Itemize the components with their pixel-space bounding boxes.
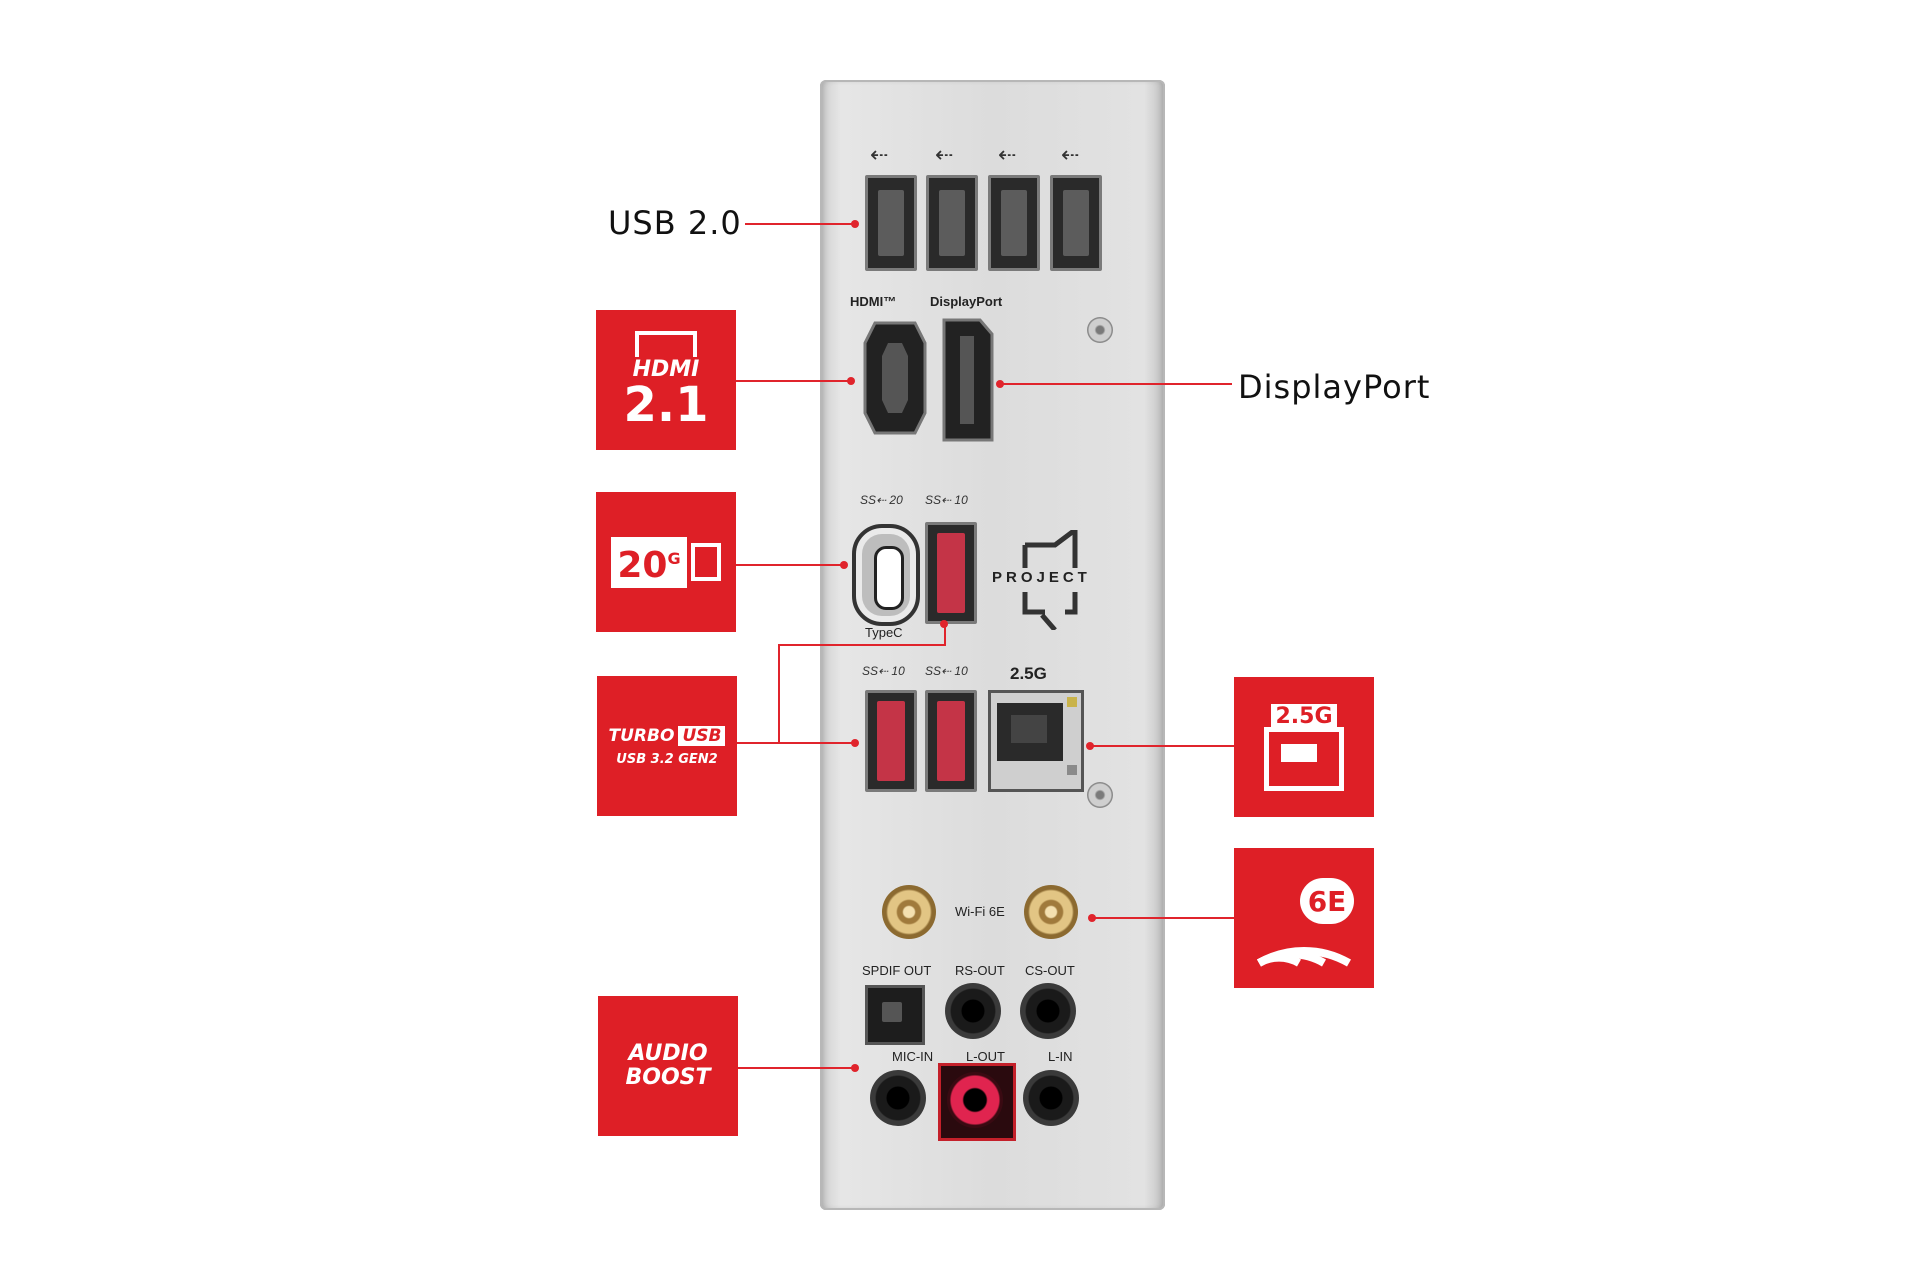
- ss-20-logo: SS⇠ 20: [860, 493, 903, 507]
- usb-typec-port[interactable]: [852, 524, 920, 626]
- hdmi-leader-line: [736, 380, 851, 382]
- wifi-6e-badge: 6E: [1234, 848, 1374, 988]
- usb-stick-icon: [690, 543, 721, 581]
- leader-dot: [851, 1064, 859, 1072]
- l-in-label: L-IN: [1048, 1049, 1073, 1064]
- wifi-antenna-connector[interactable]: [1024, 885, 1078, 939]
- l-in-jack[interactable]: [1023, 1070, 1079, 1126]
- turbo-badge-usb: USB: [678, 725, 726, 746]
- usb20g-badge-unit: G: [667, 548, 681, 568]
- usb20-leader-line: [745, 223, 855, 225]
- usb-3-2-gen2-port[interactable]: [925, 522, 977, 624]
- usb20-callout-label: USB 2.0: [608, 204, 742, 242]
- ethernet-icon: [1264, 726, 1344, 791]
- wifi-antenna-connector[interactable]: [882, 885, 936, 939]
- l-out-jack[interactable]: [947, 1072, 1003, 1128]
- leader-dot: [996, 380, 1004, 388]
- displayport-leader-line: [1000, 383, 1232, 385]
- project-label: PROJECT: [992, 569, 1091, 586]
- turbo-badge-spec: USB 3.2 GEN2: [616, 751, 718, 767]
- usb-icon: ⇠: [870, 142, 889, 167]
- rs-out-label: RS-OUT: [955, 963, 1005, 978]
- mic-in-jack[interactable]: [870, 1070, 926, 1126]
- usb-icon: ⇠: [935, 142, 954, 167]
- typec-leader-line: [736, 564, 844, 566]
- usb-3-2-gen2-port[interactable]: [865, 690, 917, 792]
- displayport-callout-label: DisplayPort: [1238, 368, 1431, 406]
- leader-dot: [847, 377, 855, 385]
- usb-2-port[interactable]: [926, 175, 978, 271]
- leader-dot: [851, 220, 859, 228]
- hdmi-label: HDMI™: [850, 294, 897, 309]
- hdmi-badge-version: 2.1: [623, 377, 709, 433]
- wifi-label: Wi-Fi 6E: [955, 904, 1005, 919]
- audio-badge-line1: AUDIO: [628, 1041, 708, 1066]
- usb-20g-badge: 20G: [596, 492, 736, 632]
- rs-out-jack[interactable]: [945, 983, 1001, 1039]
- ethernet-port[interactable]: [988, 690, 1084, 792]
- usb-2-port[interactable]: [988, 175, 1040, 271]
- displayport-port[interactable]: [940, 316, 996, 444]
- mic-in-label: MIC-IN: [892, 1049, 934, 1064]
- leader-dot: [840, 561, 848, 569]
- wifi-leader-line: [1092, 917, 1234, 919]
- ss-10-logo: SS⇠ 10: [925, 493, 968, 507]
- usb20g-badge-value: 20: [617, 544, 668, 586]
- hdmi-2-1-badge: HDMI 2.1: [596, 310, 736, 450]
- usb-icon: ⇠: [998, 142, 1017, 167]
- screw: [1087, 317, 1113, 343]
- usb-2-port[interactable]: [1050, 175, 1102, 271]
- wifi-signal-icon: [1257, 946, 1351, 967]
- lan-leader-line: [1090, 745, 1234, 747]
- turbo-leader-line: [737, 742, 854, 744]
- audio-badge-line2: BOOST: [625, 1065, 711, 1090]
- usb-2-port[interactable]: [865, 175, 917, 271]
- hdmi-badge-top: HDMI: [632, 357, 700, 382]
- usb-icon: ⇠: [1061, 142, 1080, 167]
- turbo-leader-branch: [778, 644, 946, 646]
- turbo-leader-vertical: [778, 644, 780, 744]
- spdif-optical-port[interactable]: [865, 985, 925, 1045]
- leader-dot: [940, 620, 948, 628]
- project-zero-logo: [1022, 530, 1078, 630]
- cs-out-label: CS-OUT: [1025, 963, 1075, 978]
- leader-dot: [1088, 914, 1096, 922]
- ss-10-logo: SS⇠ 10: [925, 664, 968, 678]
- hdmi-port[interactable]: [860, 318, 930, 438]
- turbo-leader-up: [944, 624, 946, 646]
- typec-label: TypeC: [865, 625, 903, 640]
- usb-3-2-gen2-port[interactable]: [925, 690, 977, 792]
- screw: [1087, 782, 1113, 808]
- lan-speed-label: 2.5G: [1010, 664, 1047, 683]
- spdif-label: SPDIF OUT: [862, 963, 932, 978]
- wifi-badge-text: 6E: [1300, 878, 1354, 924]
- lan-2-5g-badge: 2.5G: [1234, 677, 1374, 817]
- audio-boost-badge: AUDIO BOOST: [598, 996, 738, 1136]
- l-out-label: L-OUT: [966, 1049, 1005, 1064]
- cs-out-jack[interactable]: [1020, 983, 1076, 1039]
- leader-dot: [1086, 742, 1094, 750]
- leader-dot: [851, 739, 859, 747]
- lan-badge-speed: 2.5G: [1271, 703, 1337, 729]
- ss-10-logo: SS⇠ 10: [862, 664, 905, 678]
- displayport-label: DisplayPort: [930, 294, 1003, 309]
- audio-leader-line: [738, 1067, 855, 1069]
- turbo-usb-badge: TURBO USB USB 3.2 GEN2: [597, 676, 737, 816]
- turbo-badge-word: TURBO: [608, 725, 675, 746]
- hdmi-plug-icon: [635, 331, 697, 357]
